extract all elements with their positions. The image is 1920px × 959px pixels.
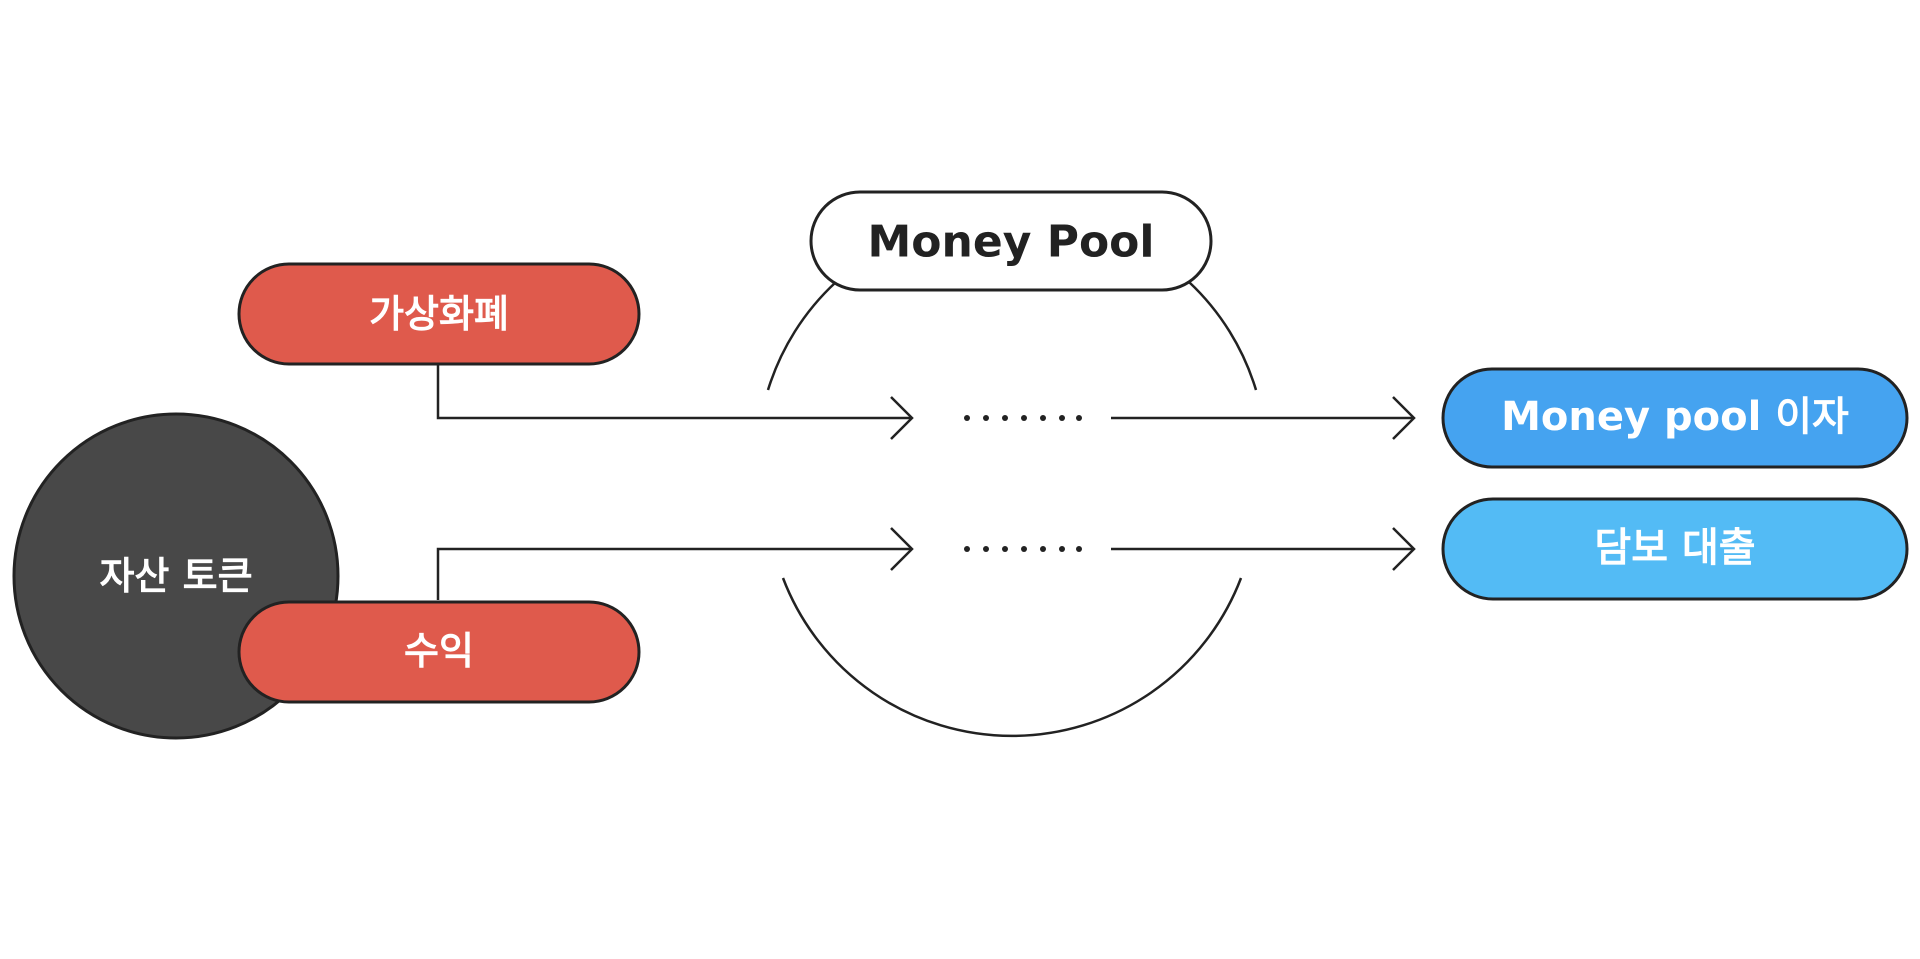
money-pool-interest-pill [1441, 367, 1909, 469]
dot [1076, 415, 1082, 421]
money-pool-circle-lower-arc [781, 577, 1243, 738]
upper-right-arrowhead [1392, 396, 1416, 440]
revenue-connector [436, 547, 912, 600]
revenue-pill [237, 600, 641, 704]
dot [1076, 546, 1082, 552]
dot [1021, 546, 1027, 552]
lower-dots [964, 546, 1082, 552]
dot [1021, 415, 1027, 421]
collateral-loan-pill [1441, 497, 1909, 601]
upper-left-arrowhead [890, 396, 914, 440]
dot [1040, 415, 1046, 421]
money-pool-circle-upper-right-arc [1188, 281, 1258, 391]
lower-left-arrowhead [890, 527, 914, 571]
money-pool-pill [809, 190, 1213, 292]
collateral-loan-label: 담보 대출 [1594, 525, 1755, 571]
virtual-currency-pill [237, 262, 641, 366]
dot [1002, 546, 1008, 552]
lower-right-arrowhead [1392, 527, 1416, 571]
dot [1002, 415, 1008, 421]
money-pool-node: Money Pool [809, 190, 1213, 292]
dot [964, 415, 970, 421]
revenue-label: 수익 [404, 629, 474, 673]
dot [1059, 546, 1065, 552]
money-pool-interest-node: Money pool 이자 [1441, 367, 1909, 469]
dot [1059, 415, 1065, 421]
dot [964, 546, 970, 552]
virtual-currency-label: 가상화폐 [369, 292, 509, 336]
dot [983, 546, 989, 552]
money-pool-interest-label: Money pool 이자 [1501, 394, 1849, 440]
dot [1040, 546, 1046, 552]
dot [983, 415, 989, 421]
money-pool-circle-upper-left-arc [766, 281, 837, 391]
revenue-node: 수익 [237, 600, 641, 704]
virtual-currency-node: 가상화폐 [237, 262, 641, 366]
collateral-loan-node: 담보 대출 [1441, 497, 1909, 601]
upper-dots [964, 415, 1082, 421]
virtual-currency-connector [436, 364, 912, 420]
asset-token-label: 자산 토큰 [99, 554, 252, 598]
money-pool-label: Money Pool [868, 217, 1155, 268]
